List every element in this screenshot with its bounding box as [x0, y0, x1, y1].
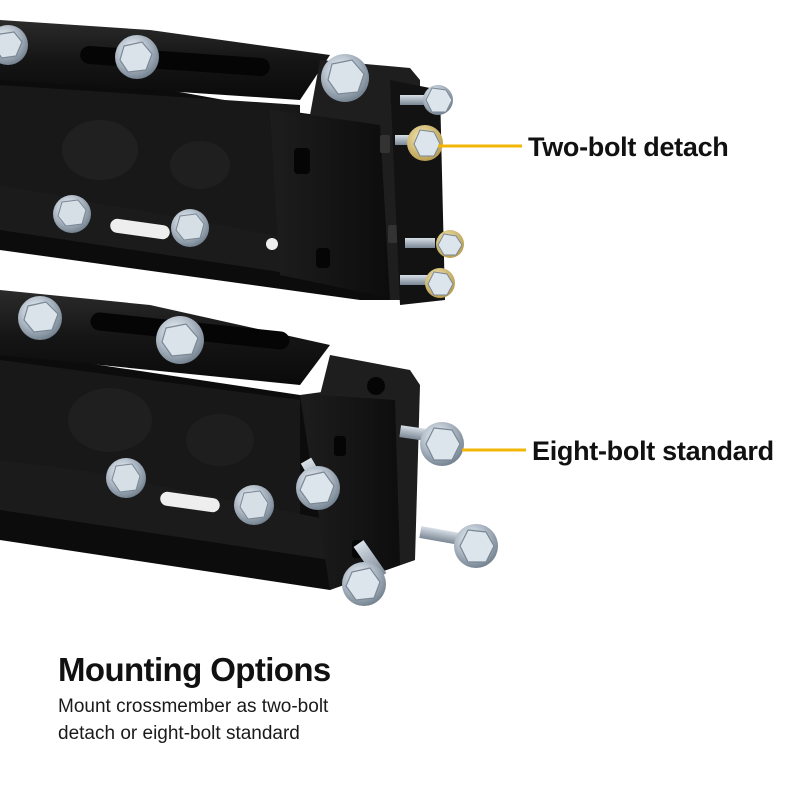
callout-label-eight-bolt: Eight-bolt standard	[532, 436, 774, 466]
bracket-top-photo	[0, 20, 445, 305]
bolt-icon	[0, 25, 464, 298]
caption-body: Mount crossmember as two-bolt detach or …	[58, 696, 329, 744]
caption-title: Mounting Options	[58, 651, 331, 688]
callout-label-two-bolt: Two-bolt detach	[528, 132, 729, 162]
washer-icon	[18, 296, 498, 606]
bracket-bottom-photo	[0, 290, 420, 590]
caption-block: Mounting Options Mount crossmember as tw…	[58, 651, 478, 747]
product-photo	[0, 20, 526, 606]
